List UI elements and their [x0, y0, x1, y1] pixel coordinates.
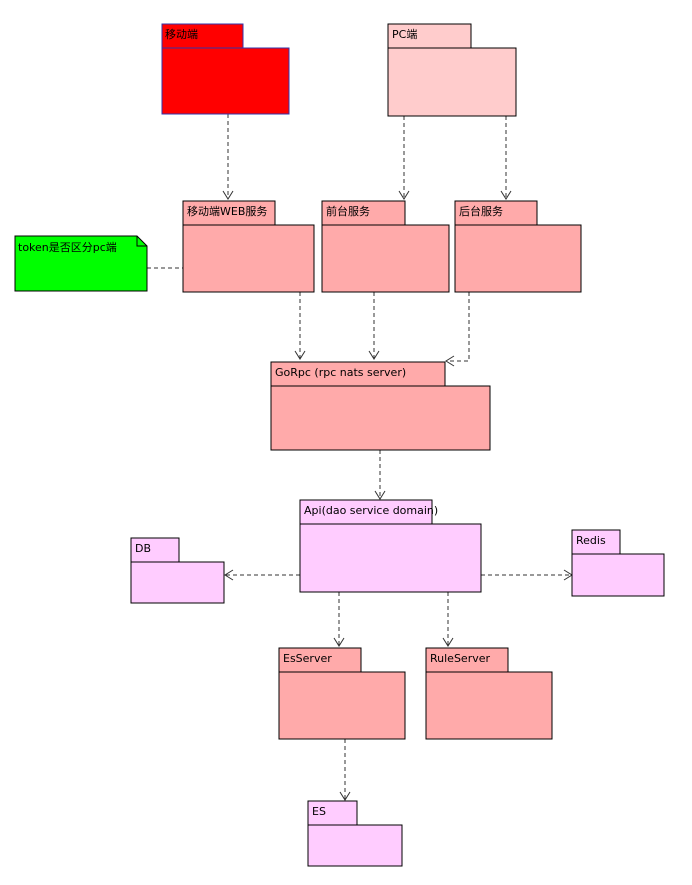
package-mobile[interactable]: 移动端: [161, 23, 290, 115]
edge-mobile-to-mobile-web: [222, 114, 234, 200]
package-db[interactable]: DB: [130, 537, 225, 604]
note-token[interactable]: token是否区分pc端: [14, 235, 148, 292]
edge-mobile-web-to-gorpc: [294, 292, 306, 360]
edge-pc-to-back: [500, 116, 512, 200]
package-pc-label: PC端: [392, 28, 417, 41]
package-api-label: Api(dao service domain): [304, 504, 438, 517]
package-db-label: DB: [135, 542, 151, 555]
edge-gorpc-to-api: [374, 450, 386, 500]
package-redis-label: Redis: [576, 534, 606, 547]
package-ruleserver-label: RuleServer: [430, 652, 490, 665]
edge-api-to-esserver: [333, 592, 345, 647]
note-token-label: token是否区分pc端: [18, 241, 117, 254]
package-es[interactable]: ES: [307, 800, 403, 867]
package-api[interactable]: Api(dao service domain): [299, 499, 482, 593]
package-mobile-label: 移动端: [165, 28, 198, 41]
package-back-service[interactable]: 后台服务: [454, 200, 582, 293]
edge-api-to-db: [224, 569, 300, 581]
package-pc[interactable]: PC端: [387, 23, 517, 117]
edge-api-to-ruleserver: [442, 592, 454, 647]
package-esserver[interactable]: EsServer: [278, 647, 406, 740]
edge-esserver-to-es: [339, 739, 351, 801]
edge-api-to-redis: [481, 569, 573, 581]
package-front-service[interactable]: 前台服务: [321, 200, 450, 293]
package-es-label: ES: [312, 805, 326, 818]
edge-pc-to-front: [398, 116, 410, 200]
edge-back-to-gorpc: [445, 292, 470, 367]
package-mobile-web-service-label: 移动端WEB服务: [187, 205, 267, 218]
package-front-service-label: 前台服务: [326, 204, 370, 218]
package-gorpc[interactable]: GoRpc (rpc nats server): [270, 361, 491, 451]
package-esserver-label: EsServer: [283, 652, 332, 665]
package-redis[interactable]: Redis: [571, 529, 665, 597]
package-ruleserver[interactable]: RuleServer: [425, 647, 553, 740]
package-back-service-label: 后台服务: [459, 204, 503, 218]
edge-front-to-gorpc: [368, 292, 380, 360]
package-mobile-web-service[interactable]: 移动端WEB服务: [182, 200, 315, 293]
package-gorpc-label: GoRpc (rpc nats server): [275, 366, 406, 379]
